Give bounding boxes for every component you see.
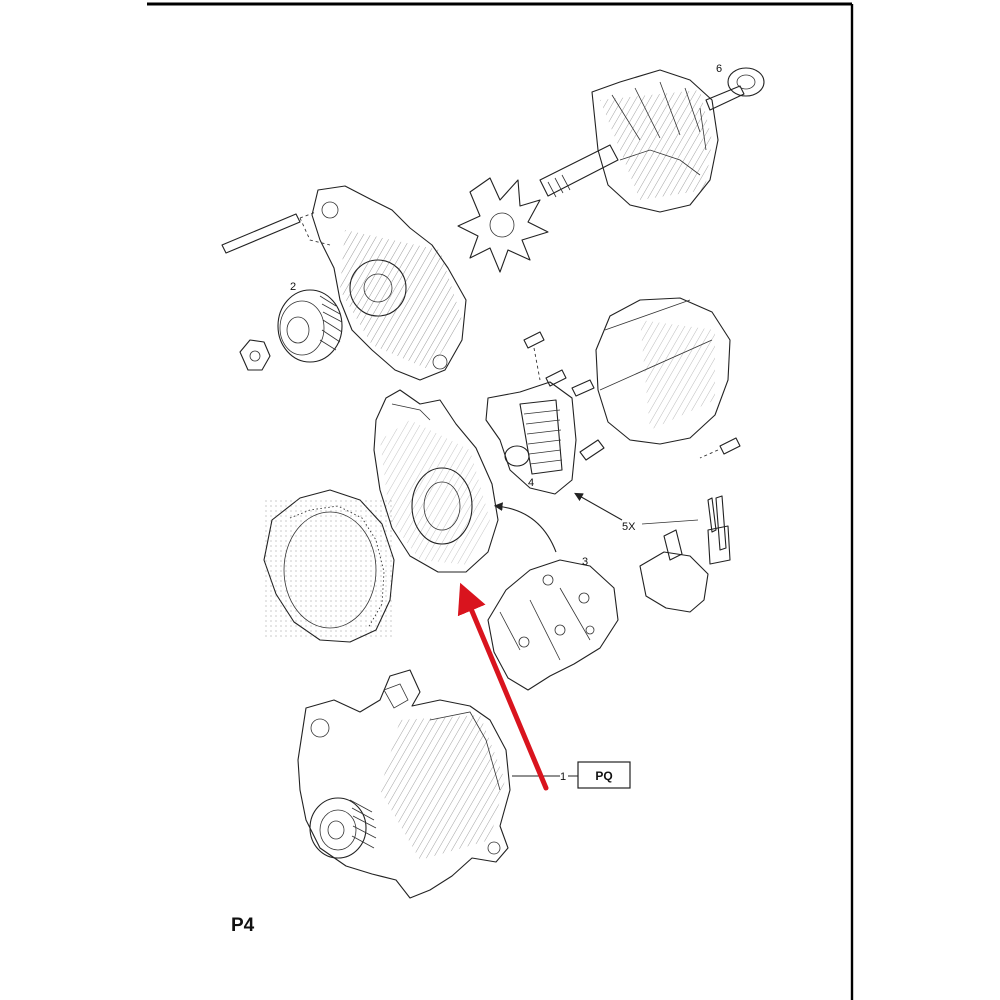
callout-rectifier: 3 — [582, 556, 588, 568]
callout-alternator: 1 — [560, 771, 566, 783]
alternator-complete — [297, 669, 511, 899]
part-code-label: PQ — [595, 769, 612, 783]
brush-holder-set: 5X — [622, 495, 731, 613]
callout-bearing: 6 — [716, 63, 722, 75]
arrow-rectifier-to-frame — [493, 502, 557, 553]
rear-cover — [595, 297, 741, 459]
stator — [262, 489, 395, 643]
pulley-and-nut: 2 — [239, 281, 343, 371]
rotor-assembly: 6 — [457, 63, 765, 273]
slip-ring-end-frame — [373, 389, 499, 573]
highlight-arrow — [457, 582, 549, 791]
callout-brushes: 5X — [622, 521, 636, 533]
page-id-label: P4 — [231, 915, 255, 936]
arrow-brushes-to-regulator — [574, 492, 623, 521]
regulator: 4 — [485, 331, 605, 495]
part-code-box — [577, 761, 631, 789]
callout-regulator: 4 — [528, 477, 534, 489]
rectifier: 3 — [487, 556, 619, 691]
drive-end-frame — [221, 185, 467, 381]
callout-pulley: 2 — [290, 281, 296, 293]
